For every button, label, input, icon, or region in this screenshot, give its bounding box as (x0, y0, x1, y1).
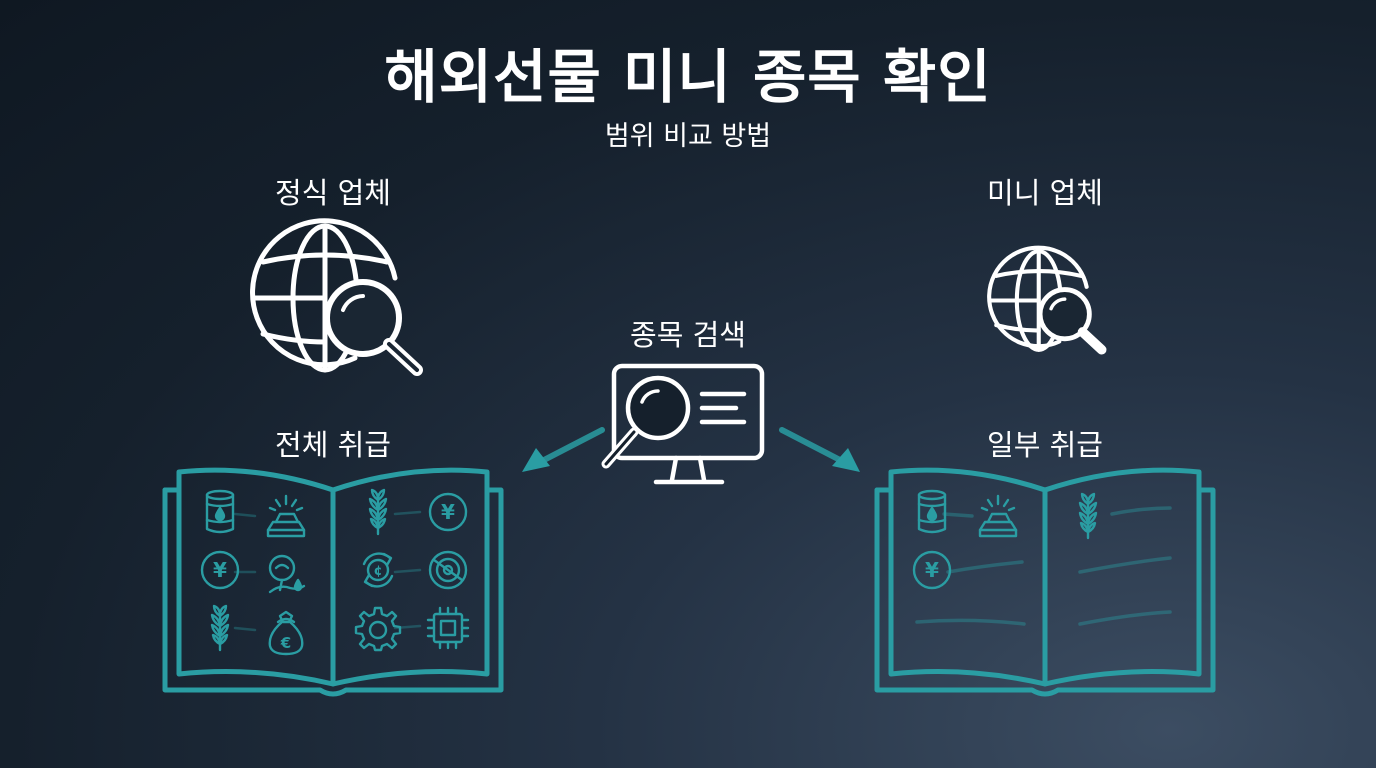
full-coverage-label: 전체 취급 (275, 428, 391, 462)
microchip-icon (426, 606, 470, 650)
crude-oil-drop-icon (268, 554, 306, 594)
arrow-left-icon (522, 427, 605, 472)
oil-barrel-icon (205, 489, 235, 534)
wheat-icon (1078, 492, 1098, 540)
wheat-icon (368, 488, 388, 536)
page-title: 해외선물 미니 종목 확인 (384, 43, 992, 111)
yen-coin-icon: ¥ (200, 550, 240, 590)
official-provider-heading: 정식 업체 (275, 176, 391, 210)
gold-bars-icon (266, 494, 306, 538)
mini-provider-heading: 미니 업체 (987, 176, 1103, 210)
oil-barrel-icon (917, 489, 947, 534)
svg-text:€: € (280, 634, 291, 652)
full-coverage-book (162, 467, 504, 697)
disc-target-icon (428, 550, 468, 590)
symbol-search-label: 종목 검색 (630, 318, 746, 352)
arrow-right-icon (779, 427, 860, 472)
page-subtitle: 범위 비교 방법 (604, 121, 772, 152)
cent-exchange-icon: ¢ (362, 552, 394, 588)
yen-coin-icon: ¥ (912, 550, 952, 590)
gold-bars-icon (978, 494, 1018, 538)
gear-icon (354, 606, 402, 652)
globe-search-icon (987, 245, 1107, 355)
svg-text:¥: ¥ (213, 558, 227, 582)
yen-coin-icon: ¥ (428, 492, 468, 532)
svg-text:¥: ¥ (441, 500, 455, 524)
globe-search-icon (250, 218, 423, 376)
svg-text:¢: ¢ (373, 564, 382, 579)
svg-text:¥: ¥ (925, 558, 939, 582)
monitor-search-icon (601, 363, 765, 485)
wheat-icon (210, 604, 230, 652)
partial-coverage-label: 일부 취급 (987, 428, 1103, 462)
euro-money-bag-icon: € (268, 610, 304, 656)
partial-coverage-book (874, 467, 1216, 697)
